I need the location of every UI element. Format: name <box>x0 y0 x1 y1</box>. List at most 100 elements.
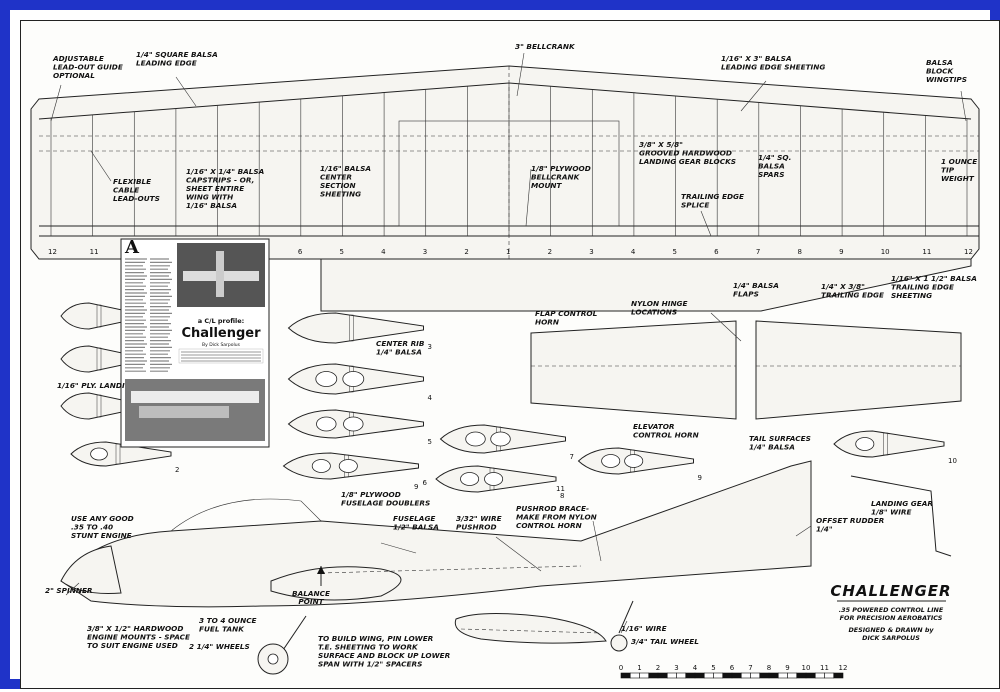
label-nylon-hinge: NYLON HINGE <box>631 299 688 308</box>
lightening-hole <box>342 371 365 387</box>
rib-part-number: 3 <box>428 343 432 351</box>
balance-arrow <box>317 566 325 586</box>
label-bellcrank-mount: BELLCRANK <box>531 173 581 182</box>
scale-segment <box>787 672 798 679</box>
label-elevator-horn: ELEVATOR <box>633 422 675 431</box>
label-wingtips: BLOCK <box>926 67 955 76</box>
label-leadout-guide: OPTIONAL <box>53 71 95 80</box>
rib-part-number: 9 <box>698 474 702 482</box>
scale-segment <box>639 672 650 679</box>
label-balance: BALANCE <box>292 589 330 598</box>
label-te-trailing: 1/4" X 3/8" <box>821 282 865 291</box>
label-flaps: 1/4" BALSA <box>733 281 779 290</box>
scale-number: 3 <box>674 664 678 672</box>
tail-wheel <box>610 634 628 652</box>
label-lg-blocks: 3/8" X 5/8" <box>639 140 683 149</box>
label-build-note: TO BUILD WING, PIN LOWER <box>318 634 433 643</box>
scale-segment <box>768 672 779 679</box>
label-nylon-hinge: LOCATIONS <box>631 308 677 317</box>
scale-segment <box>703 672 714 679</box>
rib-template <box>287 312 424 344</box>
lightening-hole <box>465 431 486 447</box>
rib-part-number: 11 <box>556 485 565 493</box>
label-center-rib: 1/4" BALSA <box>376 348 422 357</box>
scale-number: 9 <box>785 664 789 672</box>
label-engine-mounts: TO SUIT ENGINE USED <box>87 641 178 650</box>
label-square-balsa: 1/4" SQUARE BALSA <box>136 50 218 59</box>
label-capstrips: WING WITH <box>186 193 233 202</box>
rib-part-number: 2 <box>175 466 179 474</box>
label-tail-surfaces: TAIL SURFACES <box>749 434 811 443</box>
article-profile-heading: a C/L profile: <box>198 317 245 325</box>
wing-rib-number: 1 <box>506 248 510 256</box>
scale-segment <box>740 672 751 679</box>
label-te-sheeting: SHEETING <box>891 291 932 300</box>
label-center-sheeting: 1/16" BALSA <box>320 164 371 173</box>
label-pushrod-brace: CONTROL HORN <box>516 521 582 530</box>
label-center-rib: CENTER RIB <box>376 339 425 348</box>
scale-segment <box>824 672 835 679</box>
rib-part-number: 4 <box>428 394 433 402</box>
credit-line-1: DESIGNED & DRAWN by <box>848 626 934 634</box>
article-inset: A a C/L profile: Challenger By Dick Sarp… <box>120 237 270 448</box>
wing-ribs <box>50 83 968 236</box>
wing-rib-number: 6 <box>298 248 303 256</box>
scale-number: 2 <box>656 664 660 672</box>
label-tail-wheel: 3/4" TAIL WHEEL <box>631 637 699 646</box>
wing-rib-number: 11 <box>90 248 99 256</box>
label-wheels: 2 1/4" WHEELS <box>189 642 250 651</box>
article-name: Challenger <box>181 326 261 341</box>
label-center-sheeting: SECTION <box>320 181 356 190</box>
scale-segment <box>629 672 640 679</box>
plan-drawing: 12111098765432123456789101112 2345678910… <box>30 42 980 679</box>
wing-rib-number: 4 <box>381 248 386 256</box>
label-spars: BALSA <box>758 162 785 171</box>
rib-part-number: 6 <box>423 479 428 487</box>
label-leadout-guide: LEAD-OUT GUIDE <box>53 63 123 72</box>
lightening-hole <box>343 416 364 432</box>
label-bellcrank-mount: MOUNT <box>531 181 562 190</box>
label-le-sheeting: 1/16" X 3" BALSA <box>721 54 792 63</box>
scale-segment <box>648 672 659 679</box>
label-build-note: T.E. SHEETING TO WORK <box>318 643 419 652</box>
scale-segment <box>759 672 770 679</box>
label-te-trailing: TRAILING EDGE <box>821 291 884 300</box>
scale-segment <box>731 672 742 679</box>
wing-rib-number: 9 <box>839 248 843 256</box>
wing-rib-number: 12 <box>48 248 57 256</box>
label-build-note: SURFACE AND BLOCK UP LOWER <box>318 651 450 660</box>
lightening-hole <box>90 447 108 461</box>
label-pushrod: PUSHROD <box>456 523 497 532</box>
label-pushrod-brace: MAKE FROM NYLON <box>516 513 597 522</box>
wing-rib-number: 8 <box>797 248 801 256</box>
label-flaps: FLAPS <box>733 290 759 299</box>
scale-segment <box>694 672 705 679</box>
lightening-hole <box>311 459 331 473</box>
label-stunt-engine: STUNT ENGINE <box>71 531 132 540</box>
scale-segment <box>713 672 724 679</box>
article-text-columns <box>125 258 261 372</box>
scale-number: 1 <box>637 664 641 672</box>
label-cable: LEAD-OUTS <box>113 194 160 203</box>
subtitle-line-2: FOR PRECISION AEROBATICS <box>840 614 943 622</box>
label-te-splice: SPLICE <box>681 201 709 210</box>
lightening-hole <box>484 472 504 486</box>
scale-number: 4 <box>693 664 698 672</box>
spinner <box>60 545 122 594</box>
rib-part-number: 5 <box>428 438 432 446</box>
lightening-hole <box>490 431 511 447</box>
wing-rib-number: 11 <box>922 248 931 256</box>
wing-rib-number: 5 <box>673 248 677 256</box>
label-capstrips: 1/16" BALSA <box>186 201 237 210</box>
label-flap-horn: FLAP CONTROL <box>535 309 598 318</box>
label-le-sheeting: LEADING EDGE SHEETING <box>721 63 825 72</box>
scale-number: 10 <box>802 664 811 672</box>
label-tail-surfaces: 1/4" BALSA <box>749 443 795 452</box>
wing-rib-number: 3 <box>423 248 427 256</box>
wing-cross-section <box>454 612 607 644</box>
label-fuel-tank: FUEL TANK <box>199 625 245 634</box>
lightening-hole <box>316 416 337 432</box>
lightening-hole <box>315 371 338 387</box>
label-center-sheeting: SHEETING <box>320 190 361 199</box>
